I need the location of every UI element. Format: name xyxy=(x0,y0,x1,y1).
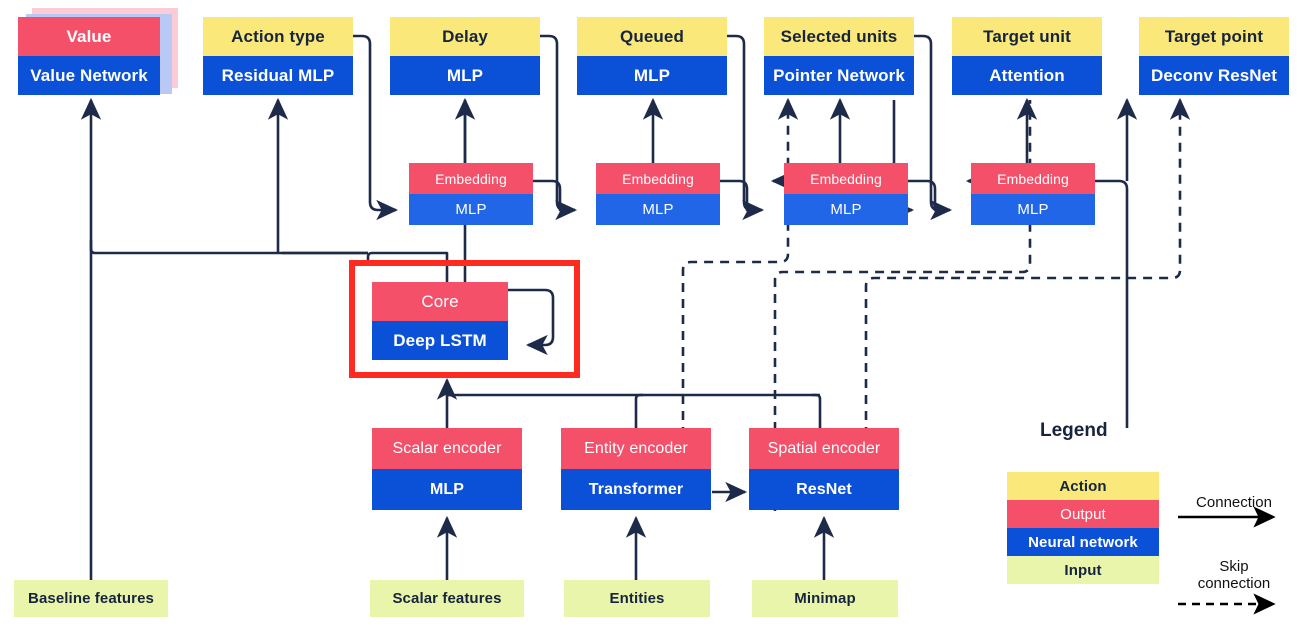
head-selected-units[interactable]: Selected units Pointer Network xyxy=(764,17,914,95)
embedding-3-output: Embedding xyxy=(784,163,908,194)
input-entities[interactable]: Entities xyxy=(564,580,710,617)
skip-entity-to-selected-units xyxy=(681,97,799,452)
head-target-point[interactable]: Target point Deconv ResNet xyxy=(1139,17,1289,95)
embedding-2-network: MLP xyxy=(596,194,720,225)
encoder-entity-output: Entity encoder xyxy=(561,428,711,469)
wire-emb1-to-emb2 xyxy=(533,179,578,221)
core-module[interactable]: Core Deep LSTM xyxy=(372,282,508,360)
wire-emb3-to-emb4 xyxy=(908,179,953,221)
head-action-type-network: Residual MLP xyxy=(203,56,353,95)
head-delay[interactable]: Delay MLP xyxy=(390,17,540,95)
legend-swatch-input: Input xyxy=(1007,556,1159,584)
legend-swatch-neural-network: Neural network xyxy=(1007,528,1159,556)
embedding-3[interactable]: Embedding MLP xyxy=(784,163,908,225)
head-delay-action: Delay xyxy=(390,17,540,56)
embedding-1-output: Embedding xyxy=(409,163,533,194)
head-target-point-network: Deconv ResNet xyxy=(1139,56,1289,95)
head-target-point-action: Target point xyxy=(1139,17,1289,56)
encoder-entity-network: Transformer xyxy=(561,469,711,510)
embedding-4-output: Embedding xyxy=(971,163,1095,194)
embedding-1[interactable]: Embedding MLP xyxy=(409,163,533,225)
core-network: Deep LSTM xyxy=(372,321,508,360)
head-selected-units-network: Pointer Network xyxy=(764,56,914,95)
input-baseline-features[interactable]: Baseline features xyxy=(14,580,168,617)
head-queued-network: MLP xyxy=(577,56,727,95)
legend-title: Legend xyxy=(1040,420,1108,441)
head-selected-units-action: Selected units xyxy=(764,17,914,56)
input-scalar-features[interactable]: Scalar features xyxy=(370,580,524,617)
encoder-spatial-network: ResNet xyxy=(749,469,899,510)
head-action-type-action: Action type xyxy=(203,17,353,56)
input-minimap[interactable]: Minimap xyxy=(752,580,898,617)
embedding-4-network: MLP xyxy=(971,194,1095,225)
legend-skip-label-line2: connection xyxy=(1197,575,1271,592)
encoder-spatial[interactable]: Spatial encoder ResNet xyxy=(749,428,899,510)
encoder-scalar-output: Scalar encoder xyxy=(372,428,522,469)
wire-emb2-to-emb3 xyxy=(720,179,765,221)
head-target-unit[interactable]: Target unit Attention xyxy=(952,17,1102,95)
encoder-scalar[interactable]: Scalar encoder MLP xyxy=(372,428,522,510)
core-highlight-box xyxy=(349,260,580,378)
legend-swatch-output: Output xyxy=(1007,500,1159,528)
head-value-action: Value xyxy=(18,17,160,56)
embedding-2[interactable]: Embedding MLP xyxy=(596,163,720,225)
head-value[interactable]: Value Value Network xyxy=(18,17,160,95)
core-output: Core xyxy=(372,282,508,321)
head-queued-action: Queued xyxy=(577,17,727,56)
encoder-scalar-network: MLP xyxy=(372,469,522,510)
embedding-4[interactable]: Embedding MLP xyxy=(971,163,1095,225)
legend-skip-label-line1: Skip xyxy=(1219,558,1249,575)
skip-spatial-to-target-point xyxy=(864,97,1191,452)
head-target-unit-action: Target unit xyxy=(952,17,1102,56)
head-action-type[interactable]: Action type Residual MLP xyxy=(203,17,353,95)
head-queued[interactable]: Queued MLP xyxy=(577,17,727,95)
head-value-network: Value Network xyxy=(18,56,160,95)
legend-swatch-action: Action xyxy=(1007,472,1159,500)
encoder-spatial-output: Spatial encoder xyxy=(749,428,899,469)
embedding-3-network: MLP xyxy=(784,194,908,225)
encoder-entity[interactable]: Entity encoder Transformer xyxy=(561,428,711,510)
embedding-2-output: Embedding xyxy=(596,163,720,194)
head-target-unit-network: Attention xyxy=(952,56,1102,95)
embedding-1-network: MLP xyxy=(409,194,533,225)
head-delay-network: MLP xyxy=(390,56,540,95)
legend-connection-label: Connection xyxy=(1196,494,1272,511)
